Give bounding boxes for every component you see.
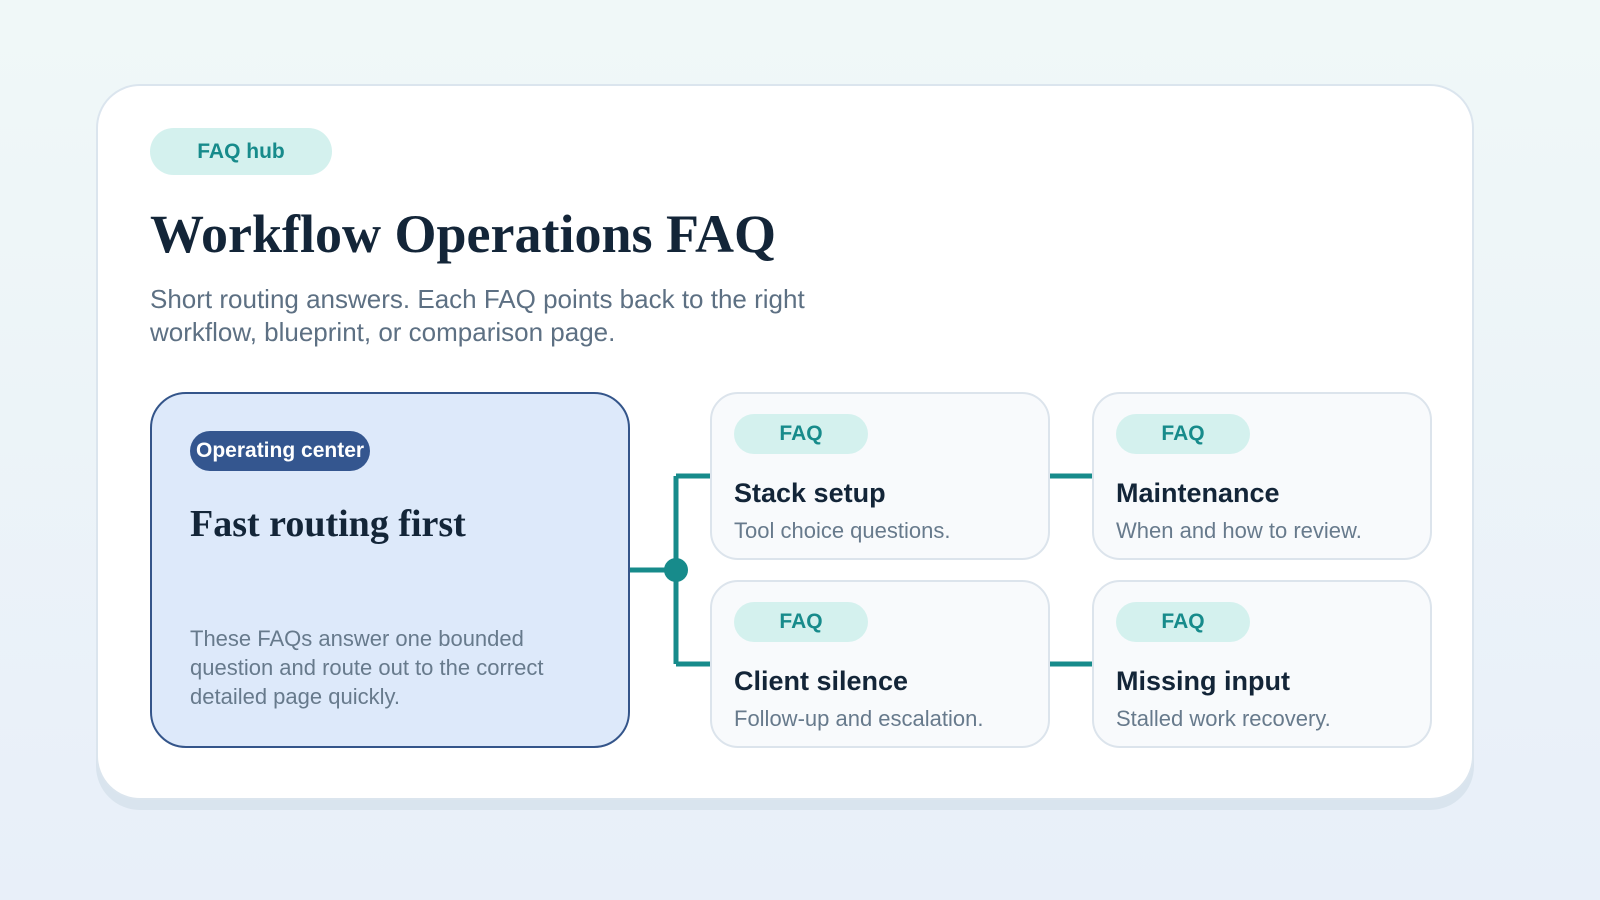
operating-center-card: Operating center Fast routing first Thes… [150,392,630,748]
faq-badge: FAQ [734,414,868,454]
faq-card-maintenance[interactable]: FAQ Maintenance When and how to review. [1092,392,1432,560]
faq-title: Stack setup [734,478,886,508]
faq-badge: FAQ [1116,602,1250,642]
faq-badge: FAQ [1116,414,1250,454]
faq-title: Client silence [734,666,909,696]
faq-description: Stalled work recovery. [1116,706,1331,731]
center-title: Fast routing first [190,503,466,545]
faq-badge: FAQ [734,602,868,642]
faq-description: Tool choice questions. [734,518,951,543]
page-subtitle: Short routing answers. Each FAQ points b… [150,284,805,347]
faq-description: Follow-up and escalation. [734,706,984,731]
center-body: These FAQs answer one bounded question a… [190,626,544,709]
operating-center-badge: Operating center [190,431,371,471]
faq-card-client-silence[interactable]: FAQ Client silence Follow-up and escalat… [710,580,1050,748]
faq-card-stack-setup[interactable]: FAQ Stack setup Tool choice questions. [710,392,1050,560]
connector-junction-dot [664,558,688,582]
faq-title: Missing input [1116,666,1290,696]
faq-title: Maintenance [1116,478,1280,508]
page-title: Workflow Operations FAQ [150,204,776,264]
faq-card-missing-input[interactable]: FAQ Missing input Stalled work recovery. [1092,580,1432,748]
faq-hub-badge: FAQ hub [150,128,332,175]
faq-description: When and how to review. [1116,518,1362,543]
